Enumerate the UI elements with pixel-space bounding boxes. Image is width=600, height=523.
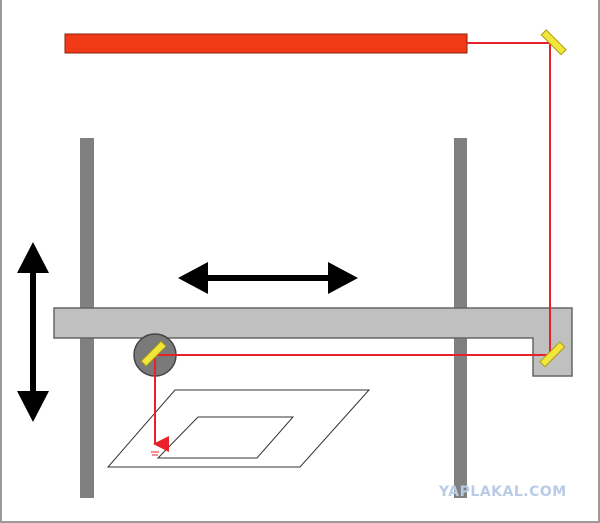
double-arrow-vertical-icon (17, 242, 49, 422)
laser-beam-path (155, 42, 551, 356)
mirror-icon (540, 29, 567, 56)
mirror-icon (140, 340, 167, 367)
gantry-rail (53, 307, 573, 377)
laser-spot (151, 451, 159, 456)
laser-tube (64, 33, 468, 54)
workpiece-cut-outline (156, 416, 295, 459)
mirror-icon (539, 341, 566, 368)
workpiece-sheet (106, 389, 371, 468)
watermark-text: YAPLAKAL.COM (439, 484, 567, 500)
double-arrow-horizontal-icon (178, 262, 358, 294)
